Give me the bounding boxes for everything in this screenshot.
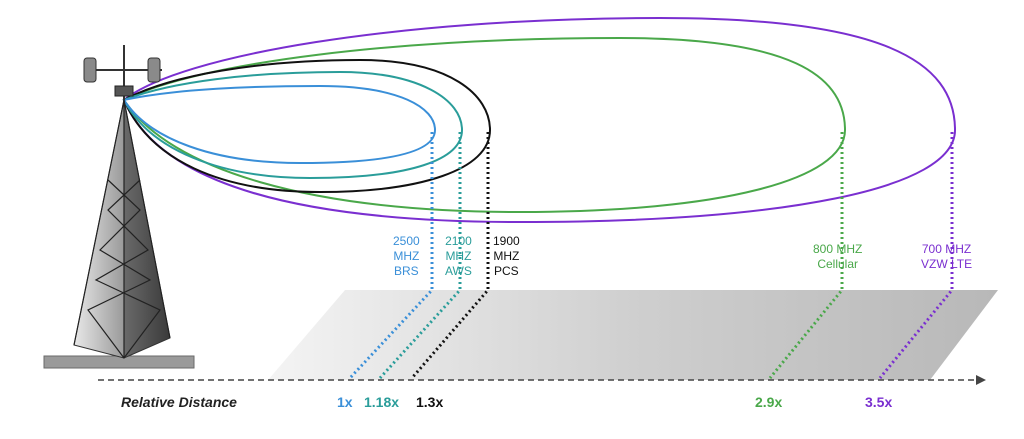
coverage-lobes <box>122 16 957 224</box>
lobe-lte <box>122 16 957 224</box>
lobe-pcs <box>122 58 492 194</box>
ground-plane <box>268 290 998 380</box>
drop-line-pcs <box>410 132 490 379</box>
axis-title: Relative Distance <box>121 394 237 410</box>
tower-base <box>43 355 195 369</box>
axis-arrowhead <box>976 375 986 385</box>
multiplier-pcs: 1.3x <box>416 394 444 410</box>
cell-tower-icon <box>73 45 171 359</box>
lobe-cell <box>122 36 847 214</box>
lobe-brs <box>122 84 437 165</box>
lobe-aws <box>122 70 464 180</box>
multiplier-aws: 1.18x <box>364 394 400 410</box>
drop-lines <box>348 132 954 380</box>
multiplier-brs: 1x <box>337 394 353 410</box>
multiplier-lte: 3.5x <box>865 394 893 410</box>
multiplier-cell: 2.9x <box>755 394 783 410</box>
